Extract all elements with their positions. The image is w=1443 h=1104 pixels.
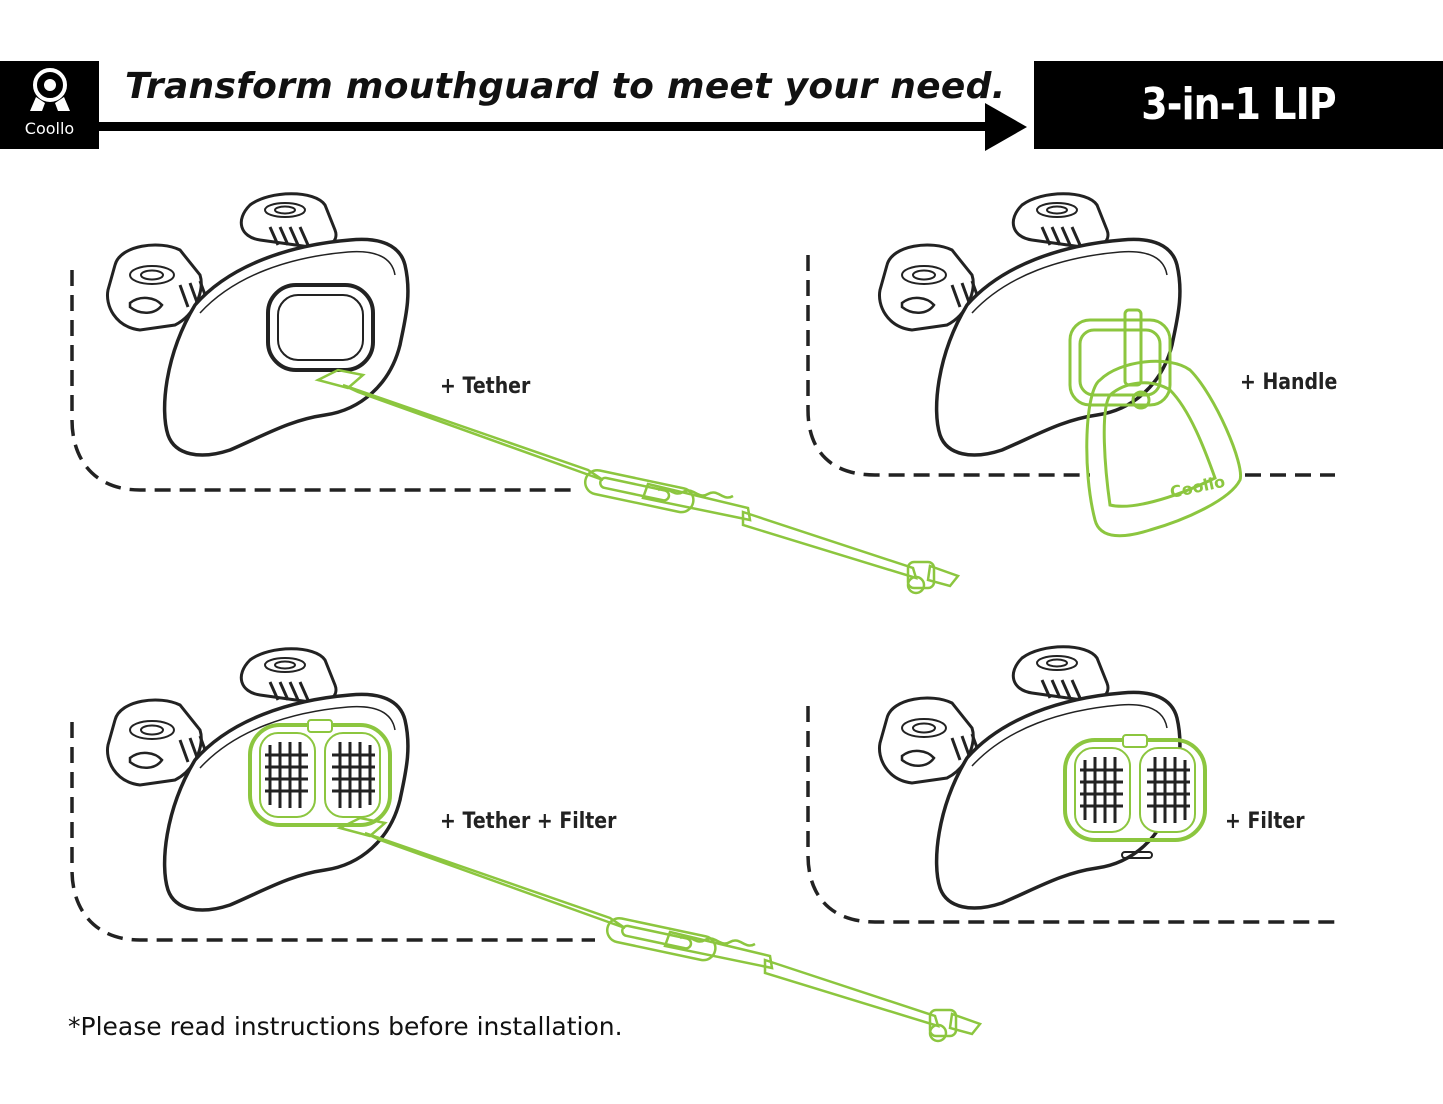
label-handle: + Handle: [1240, 370, 1338, 395]
title-box: 3-in-1 LIP GUARD: [1034, 61, 1443, 218]
arrow-right-icon: [985, 103, 1027, 151]
label-tether-filter: + Tether + Filter: [440, 809, 617, 834]
coollo-logo-icon: [30, 68, 70, 111]
brand-logo: Coollo: [0, 61, 99, 149]
header-tagline: Transform mouthguard to meet your need.: [125, 66, 1006, 107]
header-arrow-line: [99, 122, 989, 131]
label-tether: + Tether: [440, 374, 531, 399]
label-filter: + Filter: [1225, 809, 1305, 834]
installation-footnote: *Please read instructions before install…: [68, 1012, 623, 1041]
page-title: 3-in-1 LIP GUARD: [1141, 79, 1336, 218]
brand-logo-text: Coollo: [24, 119, 75, 138]
